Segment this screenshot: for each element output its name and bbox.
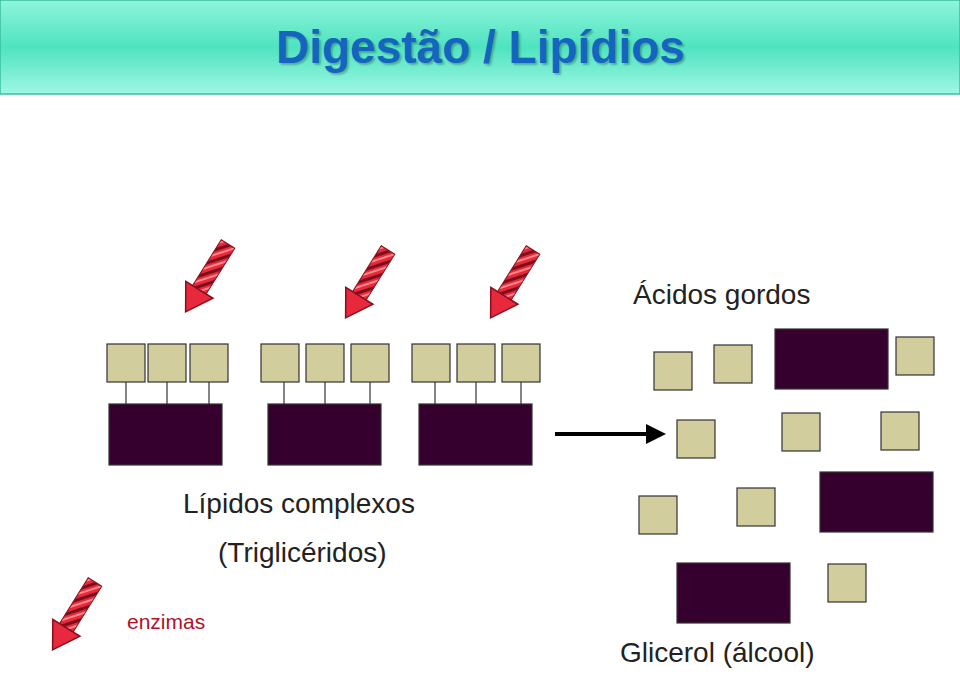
page-title: Digestão / Lipídios bbox=[276, 22, 685, 73]
products bbox=[639, 329, 934, 623]
title-band bbox=[0, 0, 960, 94]
complex-lipids-label: Lípidos complexos bbox=[183, 489, 415, 520]
triglycerides-label: (Triglicéridos) bbox=[218, 538, 387, 569]
enzyme-arrows bbox=[39, 236, 547, 659]
legend-text: enzimas bbox=[127, 610, 205, 633]
reaction-arrow bbox=[555, 432, 662, 436]
glycerol-label: Glicerol (álcool) bbox=[620, 638, 815, 669]
triglycerides bbox=[107, 344, 540, 465]
fatty-acids-label: Ácidos gordos bbox=[633, 280, 810, 311]
